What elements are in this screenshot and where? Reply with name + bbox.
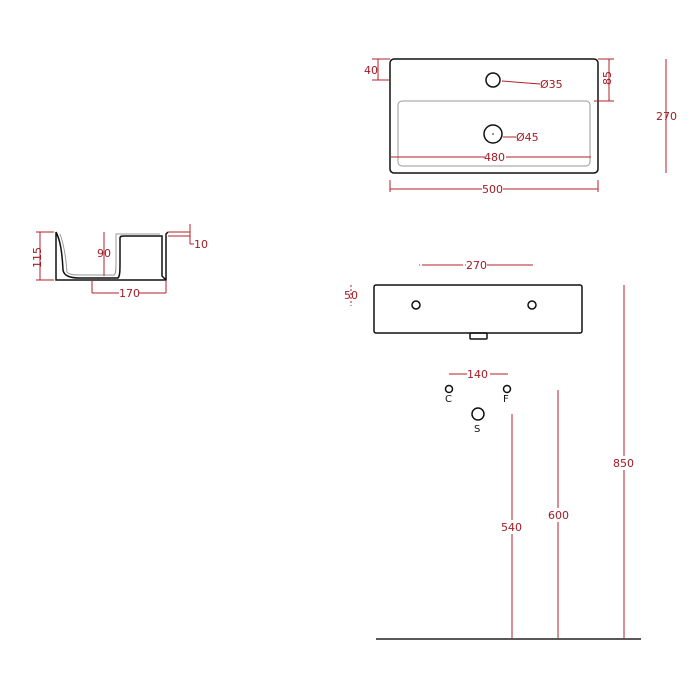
fixing-hole-left bbox=[411, 300, 421, 310]
drain-height-dimension: 540 bbox=[501, 521, 522, 534]
cold-supply-icon bbox=[444, 384, 454, 394]
drain-outlet bbox=[469, 332, 488, 340]
drain-hole-diameter: Ø45 bbox=[516, 131, 539, 144]
basin-height-dimension: 850 bbox=[613, 457, 634, 470]
fixing-hole-right bbox=[527, 300, 537, 310]
hot-label: F bbox=[503, 394, 509, 405]
basin-outline-front bbox=[373, 284, 583, 334]
tap-offset-dimension: 85 bbox=[601, 71, 614, 85]
drain-label: S bbox=[474, 424, 480, 435]
basin-bowl-inner bbox=[397, 100, 591, 167]
basin-depth-dimension: 90 bbox=[97, 247, 111, 260]
rim-thickness-dimension: 10 bbox=[194, 238, 208, 251]
rim-offset-dimension: 40 bbox=[364, 64, 378, 77]
supply-spacing-dimension: 140 bbox=[467, 368, 488, 381]
side-section-view: 115 90 10 170 bbox=[31, 224, 208, 300]
drain-connection-icon bbox=[471, 407, 485, 421]
height-dimension: 115 bbox=[31, 247, 44, 268]
outer-width-dimension: 500 bbox=[482, 183, 503, 196]
basin-section-outline bbox=[55, 231, 169, 281]
supply-height-dimension: 600 bbox=[548, 509, 569, 522]
top-view: Ø35 Ø45 480 500 40 85 270 bbox=[364, 58, 677, 196]
depth-dimension: 270 bbox=[656, 110, 677, 123]
hot-supply-icon bbox=[502, 384, 512, 394]
basin-section-inner bbox=[59, 233, 160, 276]
basin-outline-top bbox=[389, 58, 599, 174]
drain-center bbox=[492, 133, 494, 135]
tap-hole-diameter: Ø35 bbox=[540, 78, 563, 91]
cold-label: C bbox=[445, 394, 452, 405]
drain-offset-dimension: 170 bbox=[119, 287, 140, 300]
front-view: 270 50 140 C F S 540 600 850 bbox=[344, 259, 641, 640]
tap-hole bbox=[485, 72, 501, 88]
fixing-distance-dimension: 270 bbox=[466, 259, 487, 272]
inner-width-dimension: 480 bbox=[484, 151, 505, 164]
drain-hole bbox=[483, 124, 503, 144]
fixing-height-dimension: 50 bbox=[344, 289, 358, 302]
